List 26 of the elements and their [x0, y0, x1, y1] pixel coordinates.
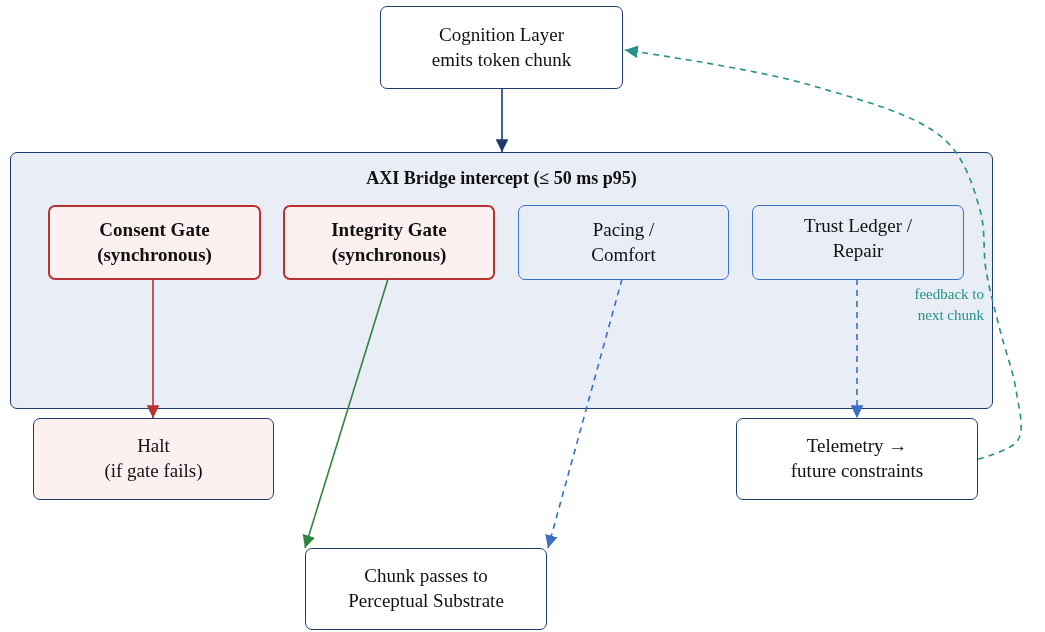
edge-label: feedback to next chunk	[913, 285, 984, 325]
node-label: Consent Gate (synchronous)	[96, 217, 213, 267]
node-label: (if gate fails)	[104, 459, 203, 483]
process-box	[33, 418, 274, 500]
arrow	[624, 45, 1022, 460]
process-box	[752, 205, 964, 280]
node-label: Chunk passes to Perceptual Substrate	[347, 564, 505, 613]
node-label: Integrity Gate (synchronous)	[330, 217, 448, 267]
arrow	[302, 278, 389, 549]
node-label: Pacing / Comfort	[590, 217, 657, 267]
group-panel	[10, 152, 993, 409]
group-title: AXI Bridge intercept (≤ 50 ms p95)	[366, 167, 637, 190]
process-box	[518, 205, 729, 280]
arrow	[495, 88, 509, 153]
node-label: Halt	[137, 434, 170, 459]
process-box	[380, 6, 623, 89]
arrow	[545, 278, 623, 549]
process-box	[48, 205, 261, 280]
arrow	[146, 278, 160, 419]
arrow	[850, 278, 864, 419]
process-box	[736, 418, 978, 500]
process-box	[305, 548, 547, 630]
node-label: Telemetry → future constraints	[789, 434, 925, 483]
node-label: Cognition Layer emits token chunk	[430, 22, 573, 72]
node-label: Trust Ledger / Repair	[803, 214, 913, 263]
process-box	[283, 205, 495, 280]
